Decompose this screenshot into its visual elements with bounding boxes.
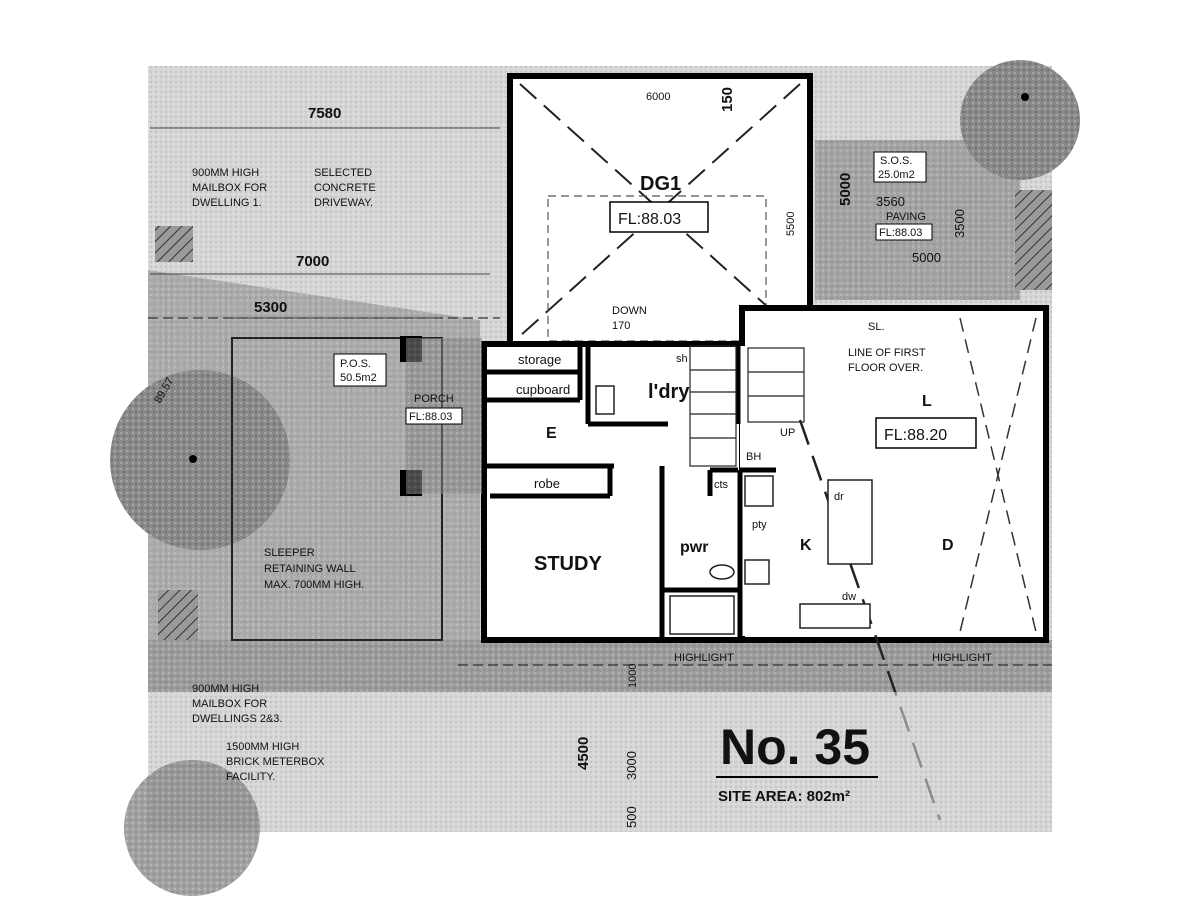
dim-3000: 3000 <box>624 751 639 780</box>
toilet <box>709 564 735 580</box>
room-cupboard: cupboard <box>516 382 570 397</box>
paving-label: PAVING <box>886 211 926 223</box>
dim-7000: 7000 <box>296 253 329 270</box>
note-first-floor-line: LINE OF FIRST FLOOR OVER. <box>848 347 926 374</box>
note-down: DOWN 170 <box>612 305 647 332</box>
svg-text:DWELLING 1.: DWELLING 1. <box>192 197 262 209</box>
svg-text:LINE OF FIRST: LINE OF FIRST <box>848 347 926 359</box>
room-study: STUDY <box>534 553 602 575</box>
svg-text:DOWN: DOWN <box>612 305 647 317</box>
dim-4500: 4500 <box>575 737 592 770</box>
dim-500: 500 <box>624 806 639 828</box>
drawers-label: dr <box>834 491 844 503</box>
room-storage: storage <box>518 352 561 367</box>
room-entry: E <box>546 425 557 442</box>
house-east-wing <box>739 305 1049 643</box>
interior-walls <box>484 346 776 640</box>
svg-text:170: 170 <box>612 320 630 332</box>
mailbox-hatched-1 <box>155 226 193 262</box>
garden-tree-circle-2 <box>124 760 260 896</box>
kitchen-island <box>827 479 873 565</box>
dg1-floor-level: FL:88.03 <box>618 211 681 228</box>
dim-3500: 3500 <box>952 209 967 238</box>
dim-5000-vertical: 5000 <box>837 173 854 206</box>
svg-text:DRIVEWAY.: DRIVEWAY. <box>314 197 373 209</box>
dim-5000-horizontal: 5000 <box>912 250 941 265</box>
dim-6000: 6000 <box>646 91 670 103</box>
svg-text:BRICK METERBOX: BRICK METERBOX <box>226 756 325 768</box>
steps-hatched <box>1015 190 1052 290</box>
dim-1000: 1000 <box>627 664 639 688</box>
pos-area: 50.5m2 <box>340 372 377 384</box>
room-dining: D <box>942 537 954 554</box>
lot-number: No. 35 <box>720 719 870 775</box>
svg-text:900MM HIGH: 900MM HIGH <box>192 167 259 179</box>
mailbox-hatched <box>158 590 198 640</box>
note-mailbox-dwellings-2-3: 900MM HIGH MAILBOX FOR DWELLINGS 2&3. <box>192 683 282 725</box>
dg1-level-box <box>609 201 709 233</box>
svg-text:900MM HIGH: 900MM HIGH <box>192 683 259 695</box>
pos-box <box>333 353 387 387</box>
fridge <box>744 475 774 507</box>
svg-text:CONCRETE: CONCRETE <box>314 182 376 194</box>
shelf-label: sh <box>676 353 688 365</box>
svg-text:DWELLINGS 2&3.: DWELLINGS 2&3. <box>192 713 282 725</box>
dim-3560: 3560 <box>876 194 905 209</box>
stair-up-label: UP <box>780 427 795 439</box>
note-meterbox: 1500MM HIGH BRICK METERBOX FACILITY. <box>226 741 325 783</box>
svg-text:MAILBOX FOR: MAILBOX FOR <box>192 698 267 710</box>
shower <box>669 595 735 635</box>
room-laundry: l'dry <box>648 381 690 403</box>
verge-band <box>148 640 1052 692</box>
kitchen-sink-bench <box>799 603 871 629</box>
dim-150: 150 <box>719 87 736 112</box>
svg-text:SLEEPER: SLEEPER <box>264 547 315 559</box>
cooktop <box>744 559 770 585</box>
note-driveway: SELECTED CONCRETE DRIVEWAY. <box>314 167 376 209</box>
svg-text:FLOOR OVER.: FLOOR OVER. <box>848 362 923 374</box>
svg-text:MAX. 700MM HIGH.: MAX. 700MM HIGH. <box>264 579 364 591</box>
svg-text:RETAINING WALL: RETAINING WALL <box>264 563 356 575</box>
room-dg1: DG1 <box>640 173 681 195</box>
dishwasher-label: dw <box>842 591 856 603</box>
room-powder: pwr <box>680 539 708 556</box>
paving-floor-level: FL:88.03 <box>879 227 922 239</box>
room-kitchen: K <box>800 537 812 554</box>
sliding-door-label: SL. <box>868 321 885 333</box>
porch-level-box <box>405 407 463 425</box>
svg-text:SELECTED: SELECTED <box>314 167 372 179</box>
porch-floor-level: FL:88.03 <box>409 411 452 423</box>
laundry-tub <box>595 385 615 415</box>
living-level-box <box>875 417 977 449</box>
stairs <box>689 345 805 467</box>
pos-label: P.O.S. <box>340 358 371 370</box>
room-cts: cts <box>714 479 729 491</box>
garden-tree-circle <box>110 370 290 550</box>
sos-label: S.O.S. <box>880 155 912 167</box>
svg-text:FACILITY.: FACILITY. <box>226 771 275 783</box>
porch-label: PORCH <box>414 393 454 405</box>
highlight-window-1: HIGHLIGHT <box>674 652 734 664</box>
svg-text:MAILBOX FOR: MAILBOX FOR <box>192 182 267 194</box>
dim-5500: 5500 <box>785 212 797 236</box>
paving-level-box <box>875 223 933 241</box>
site-area: SITE AREA: 802m² <box>718 788 850 805</box>
room-robe: robe <box>534 476 560 491</box>
dim-5300: 5300 <box>254 299 287 316</box>
living-floor-level: FL:88.20 <box>884 427 947 444</box>
note-mailbox-dwelling-1: 900MM HIGH MAILBOX FOR DWELLING 1. <box>192 167 267 209</box>
dim-7580: 7580 <box>308 105 341 122</box>
room-living: L <box>922 393 932 410</box>
room-pantry: pty <box>752 519 767 531</box>
sos-box <box>873 151 927 183</box>
highlight-window-2: HIGHLIGHT <box>932 652 992 664</box>
note-sleeper-wall: SLEEPER RETAINING WALL MAX. 700MM HIGH. <box>264 547 364 591</box>
sos-area: 25.0m2 <box>878 169 915 181</box>
svg-text:1500MM HIGH: 1500MM HIGH <box>226 741 299 753</box>
bulkhead-label: BH <box>746 451 761 463</box>
